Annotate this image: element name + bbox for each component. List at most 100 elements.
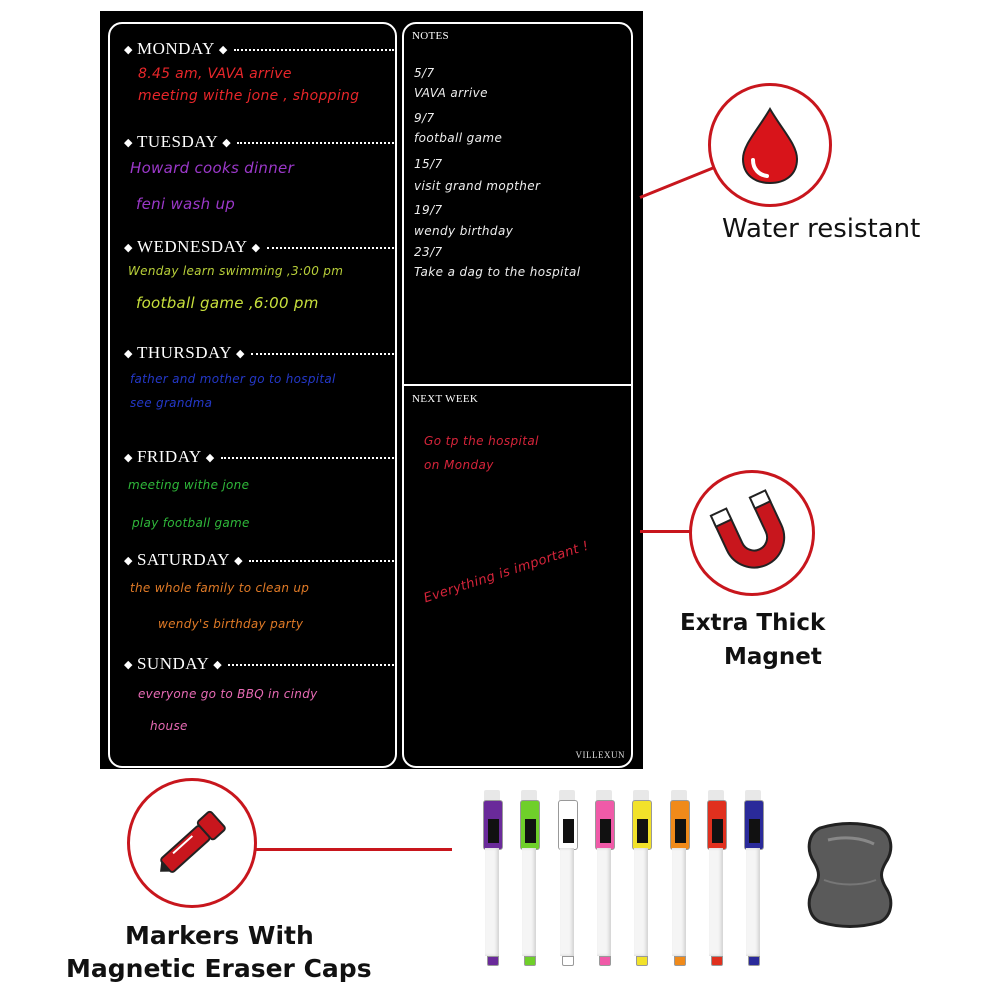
eraser-cap-top [745,790,761,802]
notes-panel: NOTES 5/7 VAVA arrive 9/7 football game … [402,22,633,768]
marker-barrel [634,848,648,956]
day-entry: Howard cooks dinner [130,159,295,177]
cap-window [712,819,723,843]
diamond-icon: ◆ [124,554,133,567]
day-name: WEDNESDAY [136,237,248,256]
notes-label: NOTES [412,30,449,42]
day-entry: play football game [132,516,250,530]
marker-barrel [597,848,611,956]
marker-tip [748,956,760,966]
cap-window [563,819,574,843]
marker-cap [707,800,727,850]
marker-connector [256,848,452,851]
dotted-rule [249,560,394,562]
notes-divider [404,384,631,386]
day-entry: father and mother go to hospital [130,372,336,386]
eraser-cap-top [596,790,612,802]
magnet-label-line1: Extra Thick [680,610,826,636]
note-line: football game [414,131,503,145]
marker-barrel [485,848,499,956]
note-line: VAVA arrive [414,86,488,100]
diamond-icon: ◆ [234,554,244,567]
diamond-icon: ◆ [213,658,223,671]
day-name: MONDAY [136,39,215,58]
day-entry: see grandma [130,396,213,410]
note-line: 5/7 [414,66,435,80]
next-week-line: on Monday [424,458,494,472]
marker-pen [744,790,764,970]
marker-barrel [672,848,686,956]
diamond-icon: ◆ [124,451,133,464]
important-note: Everything is important ! [422,538,591,607]
marker-tip [636,956,648,966]
day-name: FRIDAY [136,447,202,466]
markers-label-line1: Markers With [125,921,314,950]
day-entry: Wenday learn swimming ,3:00 pm [128,264,344,278]
marker-feature-circle [127,778,257,908]
water-drop-icon [741,107,799,185]
eraser-cap-top [708,790,724,802]
marker-barrel [709,848,723,956]
marker-tip [711,956,723,966]
day-header-saturday: ◆SATURDAY◆ [124,549,394,571]
diamond-icon: ◆ [124,658,133,671]
dotted-rule [266,247,394,249]
eraser-icon [807,822,893,928]
diamond-icon: ◆ [251,241,261,254]
marker-pen [670,790,690,970]
dotted-rule [233,49,394,51]
next-week-label: NEXT WEEK [412,393,479,405]
marker-cap [670,800,690,850]
magnet-connector [640,530,692,533]
diamond-icon: ◆ [124,136,133,149]
day-entry: 8.45 am, VAVA arrive [138,66,292,82]
diamond-icon: ◆ [235,347,245,360]
cap-window [749,819,760,843]
dotted-rule [228,664,394,666]
note-line: 23/7 [414,245,443,259]
marker-cap [483,800,503,850]
marker-tip [599,956,611,966]
diamond-icon: ◆ [218,43,228,56]
eraser-cap-top [671,790,687,802]
marker-cap [520,800,540,850]
day-name: TUESDAY [136,132,219,151]
eraser-cap-top [633,790,649,802]
day-header-wednesday: ◆WEDNESDAY◆ [124,236,394,258]
brand-label: VILLEXUN [575,750,625,760]
day-header-monday: ◆MONDAY◆ [124,38,394,60]
markers-label-line2: Magnetic Eraser Caps [66,954,372,983]
day-name: SATURDAY [136,550,231,569]
marker-barrel [560,848,574,956]
cap-window [675,819,686,843]
cap-window [600,819,611,843]
day-entry: house [150,719,188,733]
next-week-line: Go tp the hospital [424,434,539,448]
day-entry: meeting withe jone , shopping [138,88,360,104]
diamond-icon: ◆ [205,451,215,464]
day-name: THURSDAY [136,343,232,362]
diamond-icon: ◆ [124,347,133,360]
dotted-rule [237,142,394,144]
marker-cap [595,800,615,850]
marker-tip [562,956,574,966]
day-entry: feni wash up [136,195,236,213]
note-line: 9/7 [414,111,435,125]
day-header-friday: ◆FRIDAY◆ [124,446,394,468]
eraser-cap-top [521,790,537,802]
day-entry: everyone go to BBQ in cindy [138,687,318,701]
marker-icon [160,810,226,873]
diamond-icon: ◆ [124,43,133,56]
day-entry: football game ,6:00 pm [136,294,319,312]
dotted-rule [250,353,394,355]
day-name: SUNDAY [136,654,210,673]
marker-pen [483,790,503,970]
note-line: visit grand mopther [414,179,541,193]
note-line: 19/7 [414,203,443,217]
marker-pen [520,790,540,970]
note-line: Take a dag to the hospital [414,265,581,279]
eraser-cap-top [484,790,500,802]
marker-tip [524,956,536,966]
marker-barrel [522,848,536,956]
diamond-icon: ◆ [222,136,232,149]
